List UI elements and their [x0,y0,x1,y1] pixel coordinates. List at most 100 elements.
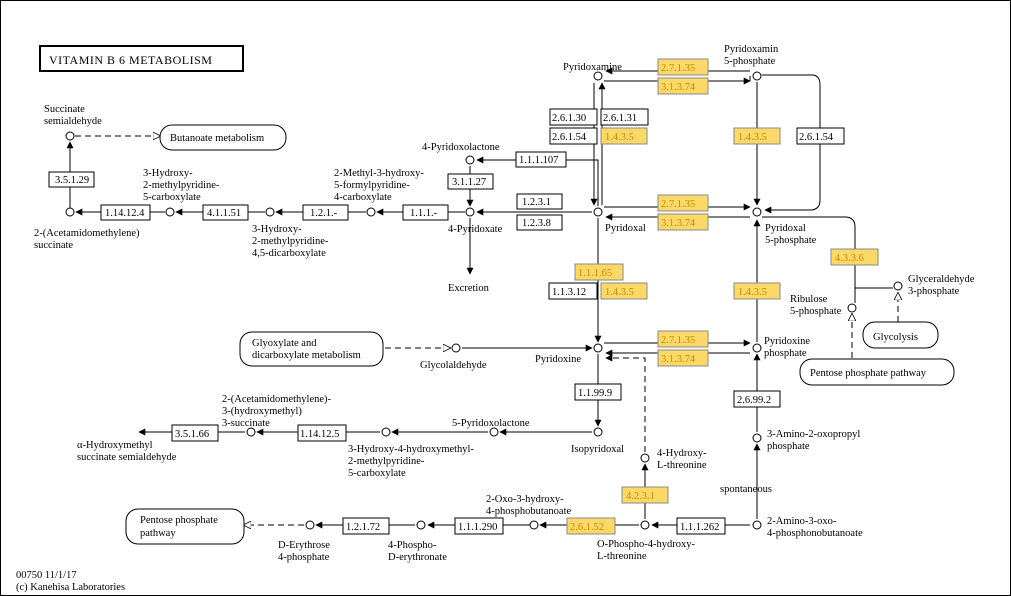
node-methyl-hydroxy-formylpyridine [366,207,376,217]
svg-text:Glycolysis: Glycolysis [873,332,918,343]
svg-text:5-carboxylate: 5-carboxylate [143,192,201,203]
svg-text:1.1.1.65: 1.1.1.65 [578,268,612,279]
svg-text:1.2.3.8: 1.2.3.8 [522,218,551,229]
node-pyridoxine-phosphate [752,343,762,353]
svg-text:4.1.1.51: 4.1.1.51 [207,208,241,219]
svg-text:1.1.3.12: 1.1.3.12 [552,287,586,298]
compound-nodes[interactable] [65,71,903,530]
enzyme-1.2.3.1: 1.2.3.1 [516,193,563,210]
svg-text:2.6.1.31: 2.6.1.31 [603,113,637,124]
node-erythrose-4p [305,520,315,530]
svg-text:Isopyridoxal: Isopyridoxal [571,444,624,455]
svg-text:succinate semialdehyde: succinate semialdehyde [77,452,177,463]
node-amino-oxo-phosphonobutanoate [752,520,762,530]
enzyme-3.1.3.74c: 3.1.3.74 [657,349,709,367]
enzyme-2.6.1.54b: 2.6.1.54 [796,127,845,145]
svg-text:2-Amino-3-oxo-: 2-Amino-3-oxo- [767,516,837,527]
svg-text:2-(Acetamidomethylene)-: 2-(Acetamidomethylene)- [222,394,332,405]
enzyme-2.7.1.35c: 2.7.1.35 [657,330,709,348]
enzyme-3.1.1.27: 3.1.1.27 [447,173,494,190]
svg-text:4-phosphobutanoate: 4-phosphobutanoate [486,506,571,517]
svg-text:4-carboxylate: 4-carboxylate [334,192,392,203]
svg-text:Ribulose: Ribulose [790,294,828,305]
pathway-glycolysis[interactable]: Glycolysis [862,321,939,349]
svg-text:1.14.12.4: 1.14.12.4 [105,208,145,219]
svg-text:4-phosphonobutanoate: 4-phosphonobutanoate [767,528,863,539]
svg-text:1.2.1.-: 1.2.1.- [310,208,338,219]
enzyme-1.4.3.5b: 1.4.3.5 [733,127,781,145]
node-hydroxy-hydroxymethyl-pyridine [381,427,391,437]
svg-text:1.4.3.5: 1.4.3.5 [605,132,634,143]
svg-text:5-phosphate: 5-phosphate [790,306,842,317]
svg-text:2.6.1.30: 2.6.1.30 [552,113,586,124]
svg-text:Glyceraldehyde: Glyceraldehyde [908,274,975,285]
pathway-ppp-left[interactable]: Pentose phosphate pathway [125,508,245,545]
svg-text:1.4.3.5: 1.4.3.5 [738,132,767,143]
svg-text:3.5.1.29: 3.5.1.29 [55,175,89,186]
enzyme-4.2.3.1: 4.2.3.1 [621,486,669,504]
enzyme-3.1.3.74a: 3.1.3.74 [657,77,709,95]
svg-text:2.6.1.54: 2.6.1.54 [799,132,834,143]
svg-text:2-(Acetamidomethylene): 2-(Acetamidomethylene) [34,228,140,239]
pathway-glyoxylate[interactable]: Glyoxylate and dicarboxylate metabolism [239,331,384,367]
node-4-hydroxy-l-threonine [640,453,650,463]
svg-text:4-phosphate: 4-phosphate [278,552,330,563]
svg-text:2.7.1.35: 2.7.1.35 [661,63,695,74]
svg-text:phosphate: phosphate [764,348,807,359]
svg-text:2-methylpyridine-: 2-methylpyridine- [252,236,329,247]
svg-text:1.4.3.5: 1.4.3.5 [738,287,767,298]
enzyme-2.6.1.30: 2.6.1.30 [549,108,598,126]
node-pyridoxal [593,207,603,217]
node-acetamidomethylene-succinate [65,207,75,217]
svg-text:4.2.3.1: 4.2.3.1 [626,491,655,502]
enzyme-1.1.99.9: 1.1.99.9 [574,383,622,401]
svg-text:1.1.99.9: 1.1.99.9 [578,388,612,399]
svg-text:Succinate: Succinate [44,104,85,115]
enzyme-3.5.1.29: 3.5.1.29 [48,171,95,188]
svg-text:3-Hydroxy-: 3-Hydroxy- [252,224,302,235]
node-pyridoxal-5p [752,207,762,217]
svg-text:3-Amino-2-oxopropyl: 3-Amino-2-oxopropyl [767,429,860,440]
node-erythronate-phospho [416,520,426,530]
svg-text:VITAMIN B 6 METABOLISM: VITAMIN B 6 METABOLISM [49,53,212,67]
svg-text:1.1.1.262: 1.1.1.262 [680,522,719,533]
svg-text:3-phosphate: 3-phosphate [908,286,960,297]
svg-text:3.1.3.74: 3.1.3.74 [661,218,696,229]
svg-text:5-phosphate: 5-phosphate [724,56,776,67]
svg-text:Excretion: Excretion [448,283,490,294]
svg-text:Pentose phosphate pathway: Pentose phosphate pathway [810,368,927,379]
compound-labels: Succinate semialdehyde 2-(Acetamidomethy… [34,44,975,563]
node-pyridoxamine [593,71,603,81]
svg-text:3-Hydroxy-: 3-Hydroxy- [143,168,193,179]
node-oxo-hydroxy-phosphobutanoate [529,520,539,530]
pathway-ppp-right[interactable]: Pentose phosphate pathway [799,358,955,386]
enzyme-2.7.1.35b: 2.7.1.35 [657,194,709,212]
svg-text:(c) Kanehisa Laboratories: (c) Kanehisa Laboratories [16,582,125,593]
node-5-pyridoxolactone [489,427,499,437]
node-acetamidomethylene-hydroxymethyl-succinate [246,427,256,437]
svg-text:α-Hydroxymethyl: α-Hydroxymethyl [77,440,153,451]
svg-text:Glyoxylate and: Glyoxylate and [252,338,317,349]
svg-text:2-Oxo-3-hydroxy-: 2-Oxo-3-hydroxy- [486,494,564,505]
svg-text:00750 11/1/17: 00750 11/1/17 [16,570,77,581]
enzyme-1.14.12.5: 1.14.12.5 [297,424,347,442]
enzyme-1.1.1.107: 1.1.1.107 [515,151,567,168]
svg-text:semialdehyde: semialdehyde [44,116,102,127]
enzyme-4.1.1.51: 4.1.1.51 [202,204,249,221]
enzyme-boxes[interactable]: 3.5.1.29 1.14.12.4 4.1.1.51 1.2.1.- 1.1.… [48,58,879,535]
svg-text:D-Erythrose: D-Erythrose [278,540,330,551]
svg-text:2.7.1.35: 2.7.1.35 [661,199,695,210]
enzyme-1.14.12.4: 1.14.12.4 [100,204,151,221]
svg-text:1.2.1.72: 1.2.1.72 [346,522,380,533]
pathway-butanoate[interactable]: Butanoate metabolism [159,124,287,151]
node-succinate-semialdehyde [65,131,75,141]
enzyme-1.2.3.8: 1.2.3.8 [516,214,563,231]
svg-text:4,5-dicarboxylate: 4,5-dicarboxylate [252,248,326,259]
node-pyridoxamine-5p [752,71,762,81]
enzyme-2.6.99.2: 2.6.99.2 [733,390,781,408]
svg-text:Pyridoxamine: Pyridoxamine [563,62,622,73]
node-4-pyridoxate [465,207,475,217]
svg-text:Pentose phosphate: Pentose phosphate [140,515,218,526]
enzyme-1.1.1.290: 1.1.1.290 [454,517,504,535]
svg-text:2.6.1.52: 2.6.1.52 [570,522,604,533]
